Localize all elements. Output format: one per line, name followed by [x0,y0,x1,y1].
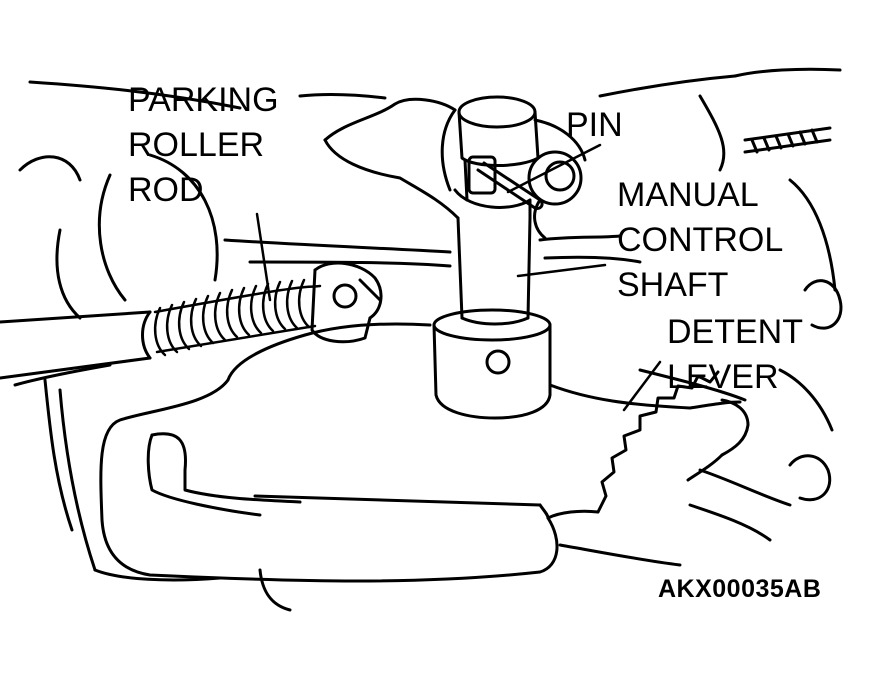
leader-manual-control-shaft [516,263,607,278]
pin-label-text: PIN [566,106,623,144]
parking-roller-rod-label-line: ROD [128,171,204,209]
manual-control-shaft [432,216,552,420]
housing-outline [13,67,843,612]
leader-parking-roller-rod [255,212,272,302]
pin-label: PIN [566,103,623,148]
manual-control-shaft-label-line: MANUAL [617,176,759,214]
parking-roller-rod-label: PARKING ROLLER ROD [128,78,279,213]
leader-pin [506,143,602,194]
rod-spring [153,278,311,357]
detent-lever-label: DETENT LEVER [667,310,803,400]
parking-roller-rod-label-line: ROLLER [128,126,265,164]
manual-control-shaft-label-line: SHAFT [617,266,729,304]
retaining-pin [467,155,544,210]
detent-lever-label-line: LEVER [667,358,779,396]
manual-control-shaft-label-line: CONTROL [617,221,784,259]
parking-roller-rod-label-line: PARKING [128,81,279,119]
manual-control-shaft-label: MANUAL CONTROL SHAFT [617,173,783,308]
detent-lever [99,322,750,583]
figure-id: AKX00035AB [658,575,822,603]
parking-roller-rod [0,261,383,380]
leader-lines [255,143,662,412]
rod-end-clevis [310,261,383,344]
leader-detent-lever [622,360,662,412]
manual-lever-arm [323,95,587,240]
detent-teeth [596,370,750,514]
detent-lever-label-line: DETENT [667,313,803,351]
